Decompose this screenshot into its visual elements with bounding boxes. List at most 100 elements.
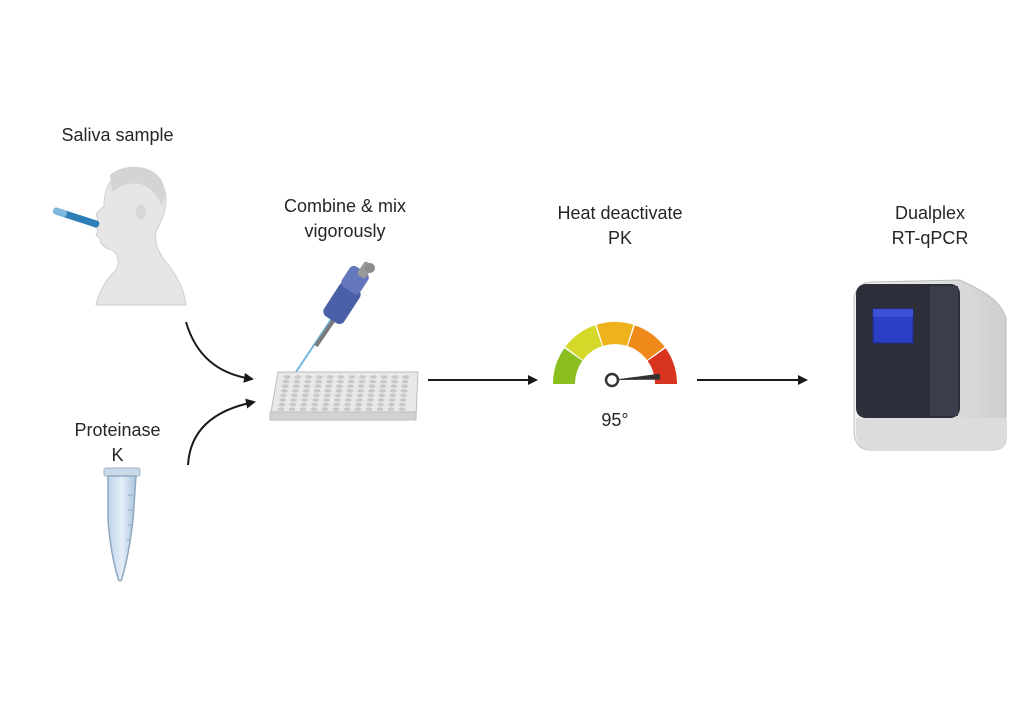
- plate-well: [300, 402, 308, 407]
- plate-well: [346, 389, 354, 393]
- plate-well: [290, 398, 298, 402]
- plate-well: [343, 407, 351, 412]
- plate-well: [348, 375, 356, 379]
- plate-well: [282, 379, 290, 384]
- saliva-sample-label: Saliva sample: [61, 125, 174, 145]
- plate-well: [321, 407, 329, 412]
- plate-well: [388, 398, 396, 402]
- plate-well: [279, 398, 287, 402]
- plate-well: [345, 393, 353, 398]
- plate-well: [294, 375, 302, 379]
- proteinase-label: Proteinase K: [74, 420, 161, 465]
- plate-well: [291, 393, 298, 398]
- plate-well: [302, 389, 310, 393]
- plate-well: [312, 393, 320, 398]
- plate-well: [336, 384, 343, 389]
- plate-well: [356, 393, 364, 398]
- plate-well: [303, 384, 311, 389]
- gauge-segment: [596, 322, 634, 346]
- plate-well: [355, 398, 363, 402]
- plate-well: [283, 375, 291, 379]
- plate-well: [305, 375, 312, 379]
- plate-well: [368, 389, 375, 393]
- plate-well: [344, 398, 352, 402]
- plate-well: [365, 407, 373, 412]
- pcr-label: Dualplex RT-qPCR: [891, 203, 969, 248]
- plate-well: [370, 375, 377, 379]
- gauge-segment: [565, 325, 603, 361]
- plate-well: [380, 379, 387, 384]
- plate-well: [347, 379, 355, 384]
- plate-well: [310, 407, 318, 412]
- plate-well: [337, 375, 345, 379]
- plate-well: [288, 407, 296, 412]
- plate-well: [277, 407, 285, 412]
- plate-well: [334, 398, 341, 402]
- plate-well: [399, 402, 406, 407]
- plate-well: [344, 402, 352, 407]
- combine-label: Combine & mix vigorously: [283, 196, 407, 241]
- plate-well: [326, 375, 334, 379]
- plate-well: [400, 389, 408, 393]
- plate-well: [347, 384, 354, 389]
- tube-icon: [103, 467, 141, 582]
- plate-well: [336, 379, 344, 384]
- plate-well: [280, 393, 287, 398]
- proteinase-arrow: [187, 398, 256, 466]
- plate-well: [354, 407, 362, 412]
- plate-well: [379, 384, 387, 389]
- plate-well: [380, 375, 388, 379]
- plate-well: [315, 379, 323, 384]
- plate-well: [291, 389, 299, 393]
- plate-well: [302, 393, 309, 398]
- plate-well: [334, 393, 342, 398]
- plate-well: [398, 407, 406, 412]
- plate-well: [402, 375, 410, 379]
- temperature-label: 95°: [601, 410, 629, 430]
- plate-well: [333, 402, 341, 407]
- plate-well: [293, 379, 301, 384]
- plate-well: [281, 384, 289, 389]
- plate-well: [377, 398, 385, 402]
- qpcr-machine-icon: [853, 279, 1007, 451]
- plate-well: [323, 398, 330, 402]
- plate-well: [322, 402, 330, 407]
- plate-well: [366, 398, 374, 402]
- plate-well: [314, 384, 322, 389]
- plate-well: [366, 402, 374, 407]
- plate-well: [323, 393, 331, 398]
- plate-well: [379, 389, 386, 393]
- heat-label: Heat deactivate PK: [557, 203, 683, 248]
- plate-well: [390, 384, 398, 389]
- gauge-needle: [604, 372, 661, 388]
- plate-well: [391, 375, 399, 379]
- plate-well: [389, 389, 397, 393]
- plate-well: [311, 402, 319, 407]
- plate-well: [313, 389, 321, 393]
- plate-well: [391, 379, 398, 384]
- plate-well: [368, 384, 376, 389]
- plate-well: [376, 407, 384, 412]
- plate-well: [292, 384, 300, 389]
- plate-well: [332, 407, 340, 412]
- plate-well: [301, 398, 308, 402]
- plate-well: [401, 384, 409, 389]
- plate-well: [357, 389, 365, 393]
- plate-well: [401, 379, 409, 384]
- plate-well: [335, 389, 343, 393]
- plate-well: [304, 379, 312, 384]
- plate-well: [387, 407, 395, 412]
- plate-well: [400, 393, 408, 398]
- gauge-icon: [553, 322, 677, 388]
- plate-well: [377, 402, 384, 407]
- plate-well: [399, 398, 407, 402]
- gauge-segment: [553, 348, 583, 384]
- pipette-icon: [295, 261, 375, 373]
- plate-well: [378, 393, 386, 398]
- plate-well: [299, 407, 307, 412]
- plate-well: [357, 384, 365, 389]
- plate-well: [388, 402, 395, 407]
- saliva-arrow: [185, 321, 254, 383]
- gauge-segment: [627, 325, 665, 361]
